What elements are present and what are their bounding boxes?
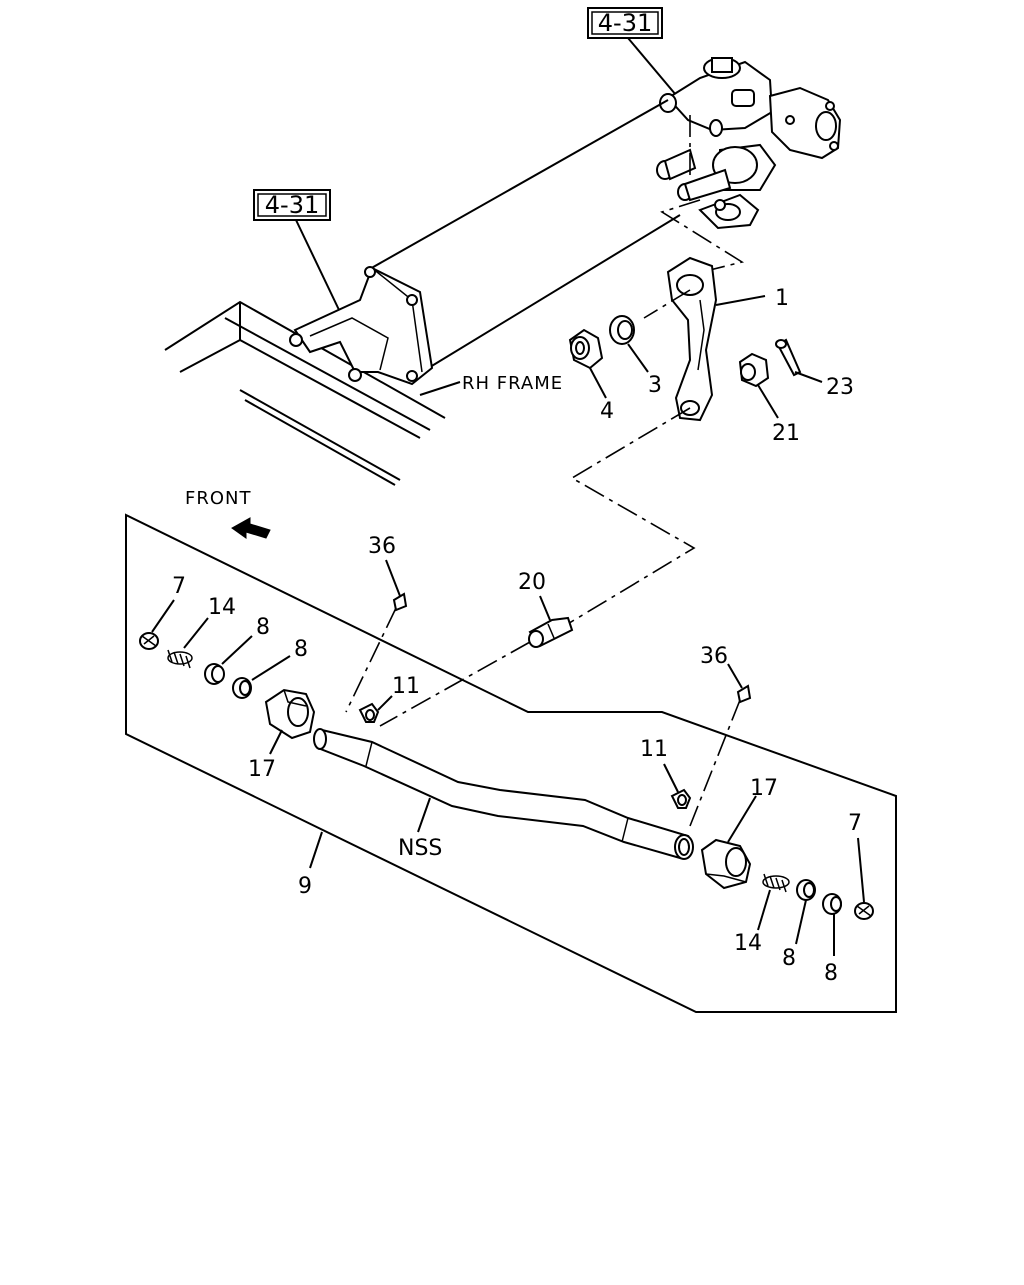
socket-17-left[interactable] — [264, 688, 316, 740]
callout-4: 4 — [600, 399, 614, 424]
callout-8c: 8 — [782, 946, 796, 971]
callout-9: 9 — [298, 874, 312, 899]
callout-leader-17a — [269, 729, 283, 755]
callout-leader-nss — [417, 797, 431, 833]
reference-label-top: 4-31 — [598, 9, 652, 37]
axis-line-pitman — [660, 199, 745, 276]
callout-leader-14a — [183, 617, 209, 649]
front-caption: FRONT — [185, 488, 252, 509]
nut-4[interactable] — [568, 328, 604, 370]
callout-leader-8a — [221, 635, 253, 665]
callout-7a: 7 — [172, 574, 186, 599]
callout-leader-9 — [309, 831, 323, 869]
callout-21: 21 — [772, 421, 800, 446]
callout-leader-1 — [715, 295, 766, 306]
callout-leader-8c — [795, 899, 807, 945]
gearbox-link-line-upper — [367, 99, 669, 271]
cotter-pin-23[interactable] — [775, 338, 802, 377]
callout-leader-4 — [589, 367, 607, 399]
rh-frame-caption: RH FRAME — [462, 373, 563, 394]
reference-leader-left — [295, 219, 341, 313]
reference-box-top[interactable]: 4-31 — [587, 7, 663, 39]
clip-36-right[interactable] — [736, 684, 752, 704]
ball-seat-8-left-a[interactable] — [204, 663, 225, 685]
callout-leader-36b — [727, 663, 743, 689]
ball-seat-8-left-b[interactable] — [232, 677, 252, 699]
callout-leader-17b — [727, 795, 757, 843]
callout-8a: 8 — [256, 615, 270, 640]
callout-20: 20 — [518, 570, 546, 595]
ball-seat-8-right-a[interactable] — [796, 879, 816, 901]
callout-3: 3 — [648, 373, 662, 398]
socket-17-right[interactable] — [700, 838, 752, 890]
front-arrow-icon — [231, 517, 271, 539]
axis-line-drag-link — [565, 407, 696, 626]
ball-seat-8-right-b[interactable] — [822, 893, 842, 915]
callout-leader-7b — [857, 837, 865, 903]
spring-14-right[interactable] — [762, 873, 790, 893]
reference-box-left[interactable]: 4-31 — [253, 189, 331, 221]
drag-link-tube[interactable] — [313, 728, 694, 860]
callout-17b: 17 — [750, 776, 778, 801]
rh-frame-leader — [419, 381, 461, 396]
callout-23: 23 — [826, 375, 854, 400]
reference-leader-top — [627, 37, 677, 96]
pitman-arm[interactable] — [666, 256, 718, 422]
callout-leader-20 — [539, 595, 551, 621]
axis-line-washer — [643, 289, 691, 319]
callout-leader-7a — [151, 599, 175, 633]
callout-leader-21 — [757, 384, 779, 419]
callout-leader-8b — [251, 655, 291, 681]
plug-7-right[interactable] — [854, 902, 874, 920]
assembly-boundary — [125, 513, 897, 1013]
reference-label-left: 4-31 — [265, 191, 319, 219]
callout-36a: 36 — [368, 534, 396, 559]
clip-36-left[interactable] — [392, 592, 408, 612]
grease-nipple-11-left[interactable] — [358, 702, 380, 723]
rh-frame — [164, 300, 446, 486]
axis-line-clip-right — [689, 699, 741, 827]
plug-7-left[interactable] — [139, 632, 159, 650]
callout-14a: 14 — [208, 595, 236, 620]
callout-11b: 11 — [640, 737, 668, 762]
callout-7b: 7 — [848, 811, 862, 836]
axis-line-ball-stud — [379, 641, 531, 727]
callout-leader-3 — [627, 343, 649, 373]
callout-17a: 17 — [248, 757, 276, 782]
callout-8d: 8 — [824, 961, 838, 986]
spring-14-left[interactable] — [167, 649, 193, 669]
castle-nut-21[interactable] — [738, 352, 770, 388]
callout-leader-11a — [377, 695, 393, 711]
steering-gear-box — [656, 57, 842, 230]
callout-14b: 14 — [734, 931, 762, 956]
frame-bracket — [289, 266, 434, 386]
callout-leader-11b — [663, 763, 679, 793]
callout-1: 1 — [775, 286, 789, 311]
axis-line-clip-left — [345, 607, 397, 713]
gearbox-link-line-lower — [411, 214, 681, 379]
callout-36b: 36 — [700, 644, 728, 669]
callout-leader-23 — [794, 371, 823, 383]
callout-11a: 11 — [392, 674, 420, 699]
callout-8b: 8 — [294, 637, 308, 662]
washer-3[interactable] — [609, 315, 635, 345]
grease-nipple-11-right[interactable] — [670, 788, 692, 809]
callout-leader-14b — [757, 889, 771, 931]
ball-stud-20[interactable] — [528, 616, 574, 648]
callout-leader-36a — [385, 559, 401, 597]
nss-caption: NSS — [398, 836, 442, 861]
